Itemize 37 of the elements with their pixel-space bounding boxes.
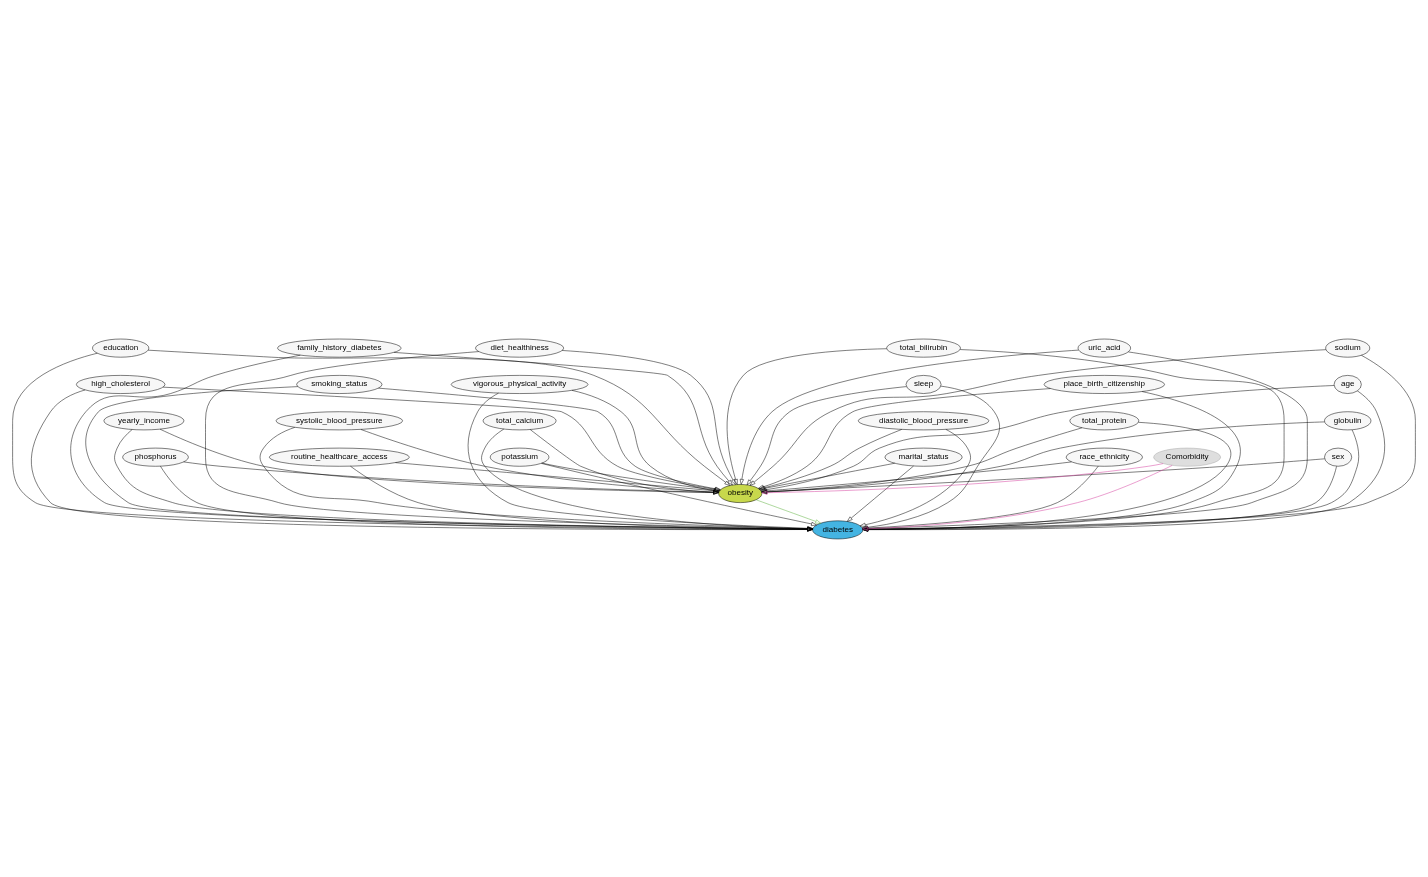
node-ellipse: total_bilirubin — [886, 338, 961, 357]
node-ellipse: total_calcium — [482, 411, 557, 430]
node-ellipse: yearly_income — [103, 411, 185, 430]
node-ellipse: sex — [1324, 447, 1352, 466]
arrow — [726, 347, 887, 485]
node-ellipse: systolic_blood_pressure — [275, 411, 403, 430]
arrow — [847, 465, 914, 522]
node-ellipse: smoking_status — [296, 374, 383, 394]
node-ellipse: marital_status — [884, 447, 963, 466]
arrow — [755, 499, 821, 523]
node-ellipse: potassium — [489, 447, 550, 466]
node-ellipse: Comorbidity — [1153, 447, 1221, 466]
node-ellipse: uric_acid — [1077, 338, 1131, 357]
arrow — [561, 349, 736, 485]
arrow — [378, 387, 721, 491]
node-ellipse: high_cholesterol — [76, 374, 166, 394]
node-ellipse: age — [1333, 374, 1362, 394]
node-ellipse: phosphorus — [122, 447, 189, 466]
node-ellipse: routine_healthcare_access — [269, 447, 410, 466]
node-ellipse: globulin — [1324, 411, 1372, 430]
node-ellipse: vigorous_physical_activity — [450, 374, 589, 394]
arrow — [746, 385, 907, 485]
arrow — [541, 462, 720, 492]
node-ellipse: sleep — [905, 374, 942, 394]
arrow — [739, 349, 1079, 485]
node-ellipse: diastolic_blood_pressure — [857, 411, 990, 430]
arrow — [749, 348, 1327, 486]
node-ellipse: education — [92, 338, 150, 357]
node-ellipse: total_protein — [1069, 411, 1140, 430]
node-ellipse: race_ethnicity — [1065, 447, 1143, 466]
node-ellipse: family_history_diabetes — [277, 338, 402, 357]
node-ellipse: place_birth_citizenship — [1043, 374, 1165, 394]
arrow — [162, 386, 721, 491]
arrow — [393, 351, 733, 485]
node-ellipse: diet_healthiness — [475, 338, 564, 357]
node-ellipse: sodium — [1325, 338, 1371, 357]
arrow — [541, 462, 817, 526]
